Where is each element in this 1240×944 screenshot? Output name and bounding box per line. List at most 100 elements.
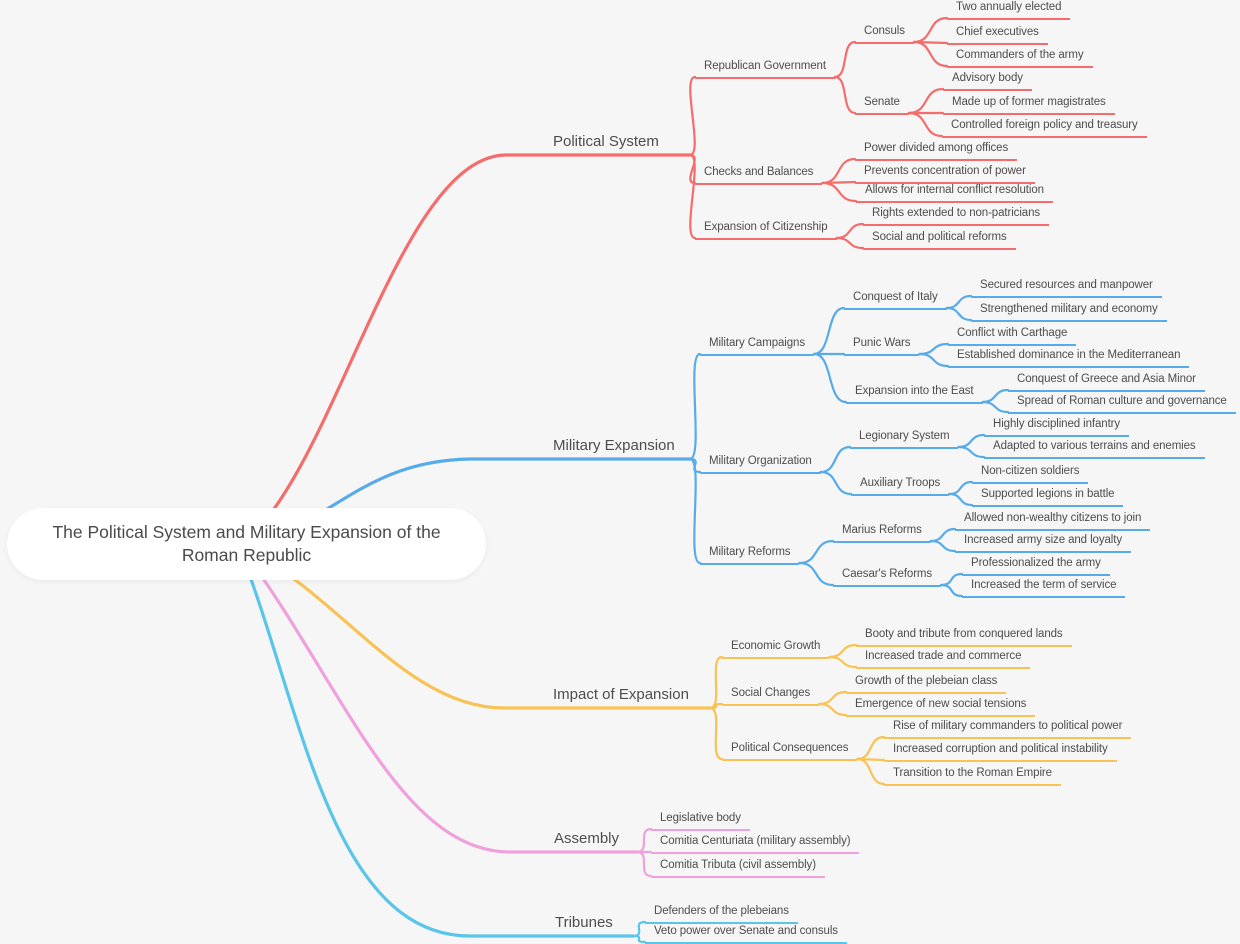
- node-increased-the-term-of-service[interactable]: Increased the term of service: [962, 578, 1126, 598]
- node-made-up-of-former-magistrates[interactable]: Made up of former magistrates: [943, 95, 1115, 115]
- node-social-changes[interactable]: Social Changes: [722, 686, 820, 706]
- branch-curve: [939, 583, 964, 598]
- node-consuls[interactable]: Consuls: [855, 24, 914, 44]
- node-transition-to-the-roman-empire[interactable]: Transition to the Roman Empire: [884, 766, 1061, 786]
- node-military-campaigns[interactable]: Military Campaigns: [700, 336, 814, 356]
- node-marius-reforms[interactable]: Marius Reforms: [833, 523, 931, 543]
- branch-curve: [939, 572, 964, 587]
- branch-curve: [240, 547, 639, 854]
- node-punic-wars[interactable]: Punic Wars: [844, 336, 920, 356]
- node-established-dominance-in-the-mediterranean[interactable]: Established dominance in the Mediterrane…: [948, 348, 1190, 368]
- branch-curve: [240, 153, 692, 546]
- node-growth-of-the-plebeian-class[interactable]: Growth of the plebeian class: [846, 674, 1007, 694]
- node-caesar-s-reforms[interactable]: Caesar's Reforms: [833, 567, 942, 587]
- central-topic[interactable]: The Political System and Military Expans…: [7, 508, 486, 580]
- node-two-annually-elected[interactable]: Two annually elected: [947, 0, 1071, 20]
- branch-curve: [819, 445, 852, 474]
- node-controlled-foreign-policy-and-treasury[interactable]: Controlled foreign policy and treasury: [942, 118, 1147, 138]
- node-legionary-system[interactable]: Legionary System: [850, 429, 959, 449]
- branch-curve: [821, 181, 858, 203]
- node-commanders-of-the-army[interactable]: Commanders of the army: [947, 48, 1093, 68]
- topic-tribunes[interactable]: Tribunes: [555, 914, 613, 931]
- branch-curve: [912, 40, 949, 68]
- node-senate[interactable]: Senate: [855, 95, 909, 115]
- branch-curve: [929, 539, 957, 553]
- branch-curve: [918, 342, 950, 356]
- node-increased-army-size-and-loyalty[interactable]: Increased army size and loyalty: [955, 533, 1131, 553]
- branch-curve: [856, 735, 886, 761]
- node-advisory-body[interactable]: Advisory body: [943, 71, 1032, 91]
- node-spread-of-roman-culture-and-governance[interactable]: Spread of Roman culture and governance: [1008, 394, 1236, 414]
- node-highly-disciplined-infantry[interactable]: Highly disciplined infantry: [984, 417, 1130, 437]
- node-defenders-of-the-plebeians[interactable]: Defenders of the plebeians: [645, 904, 798, 924]
- topic-impact-of-expansion[interactable]: Impact of Expansion: [553, 686, 689, 703]
- node-conquest-of-greece-and-asia-minor[interactable]: Conquest of Greece and Asia Minor: [1008, 372, 1205, 392]
- node-supported-legions-in-battle[interactable]: Supported legions in battle: [972, 487, 1124, 507]
- branch-curve: [957, 433, 986, 449]
- branch-curve: [635, 827, 653, 854]
- node-comitia-tributa-civil-assembly[interactable]: Comitia Tributa (civil assembly): [651, 858, 825, 878]
- node-comitia-centuriata-military-assembly[interactable]: Comitia Centuriata (military assembly): [651, 834, 860, 854]
- node-non-citizen-soldiers[interactable]: Non-citizen soldiers: [972, 464, 1089, 484]
- topic-assembly[interactable]: Assembly: [554, 830, 620, 847]
- branch-curve: [688, 75, 697, 157]
- node-expansion-into-the-east[interactable]: Expansion into the East: [846, 384, 983, 404]
- node-legislative-body[interactable]: Legislative body: [651, 811, 750, 831]
- branch-curve: [945, 294, 973, 310]
- node-checks-and-balances[interactable]: Checks and Balances: [695, 165, 823, 185]
- branch-curve: [688, 352, 702, 461]
- branch-curve: [828, 655, 858, 669]
- node-emergence-of-new-social-tensions[interactable]: Emergence of new social tensions: [846, 697, 1036, 717]
- branch-curve: [708, 655, 724, 710]
- branch-curve: [828, 643, 858, 659]
- node-military-organization[interactable]: Military Organization: [700, 454, 821, 474]
- node-social-and-political-reforms[interactable]: Social and political reforms: [863, 230, 1016, 250]
- branch-curve: [948, 480, 974, 496]
- branch-curve: [818, 702, 848, 717]
- branch-curve: [907, 87, 945, 115]
- node-chief-executives[interactable]: Chief executives: [947, 25, 1048, 45]
- node-booty-and-tribute-from-conquered-lands[interactable]: Booty and tribute from conquered lands: [856, 627, 1072, 647]
- node-power-divided-among-offices[interactable]: Power divided among offices: [855, 141, 1018, 161]
- node-allows-for-internal-conflict-resolution[interactable]: Allows for internal conflict resolution: [856, 183, 1053, 203]
- branch-curve: [238, 548, 635, 938]
- node-professionalized-the-army[interactable]: Professionalized the army: [962, 556, 1110, 576]
- branch-curve: [957, 445, 986, 459]
- topic-military-expansion[interactable]: Military Expansion: [553, 437, 675, 454]
- node-increased-trade-and-commerce[interactable]: Increased trade and commerce: [856, 649, 1031, 669]
- node-veto-power-over-senate-and-consuls[interactable]: Veto power over Senate and consuls: [645, 924, 847, 944]
- node-republican-government[interactable]: Republican Government: [695, 59, 835, 79]
- branch-curve: [835, 222, 865, 240]
- node-rights-extended-to-non-patricians[interactable]: Rights extended to non-patricians: [863, 206, 1050, 226]
- node-military-reforms[interactable]: Military Reforms: [700, 545, 800, 565]
- node-conflict-with-carthage[interactable]: Conflict with Carthage: [948, 326, 1077, 346]
- branch-curve: [798, 539, 835, 565]
- branch-curve: [812, 306, 846, 356]
- node-adapted-to-various-terrains-and-enemies[interactable]: Adapted to various terrains and enemies: [984, 439, 1205, 459]
- node-expansion-of-citizenship[interactable]: Expansion of Citizenship: [695, 220, 837, 240]
- branch-curve: [912, 16, 949, 44]
- node-political-consequences[interactable]: Political Consequences: [722, 741, 858, 761]
- node-secured-resources-and-manpower[interactable]: Secured resources and manpower: [971, 278, 1162, 298]
- node-increased-corruption-and-political-instability[interactable]: Increased corruption and political insta…: [884, 742, 1117, 762]
- node-allowed-non-wealthy-citizens-to-join[interactable]: Allowed non-wealthy citizens to join: [955, 511, 1151, 531]
- branch-curve: [945, 306, 973, 322]
- branch-curve: [798, 561, 835, 587]
- topic-political-system[interactable]: Political System: [553, 133, 659, 150]
- branch-curve: [708, 706, 724, 761]
- node-conquest-of-italy[interactable]: Conquest of Italy: [844, 290, 947, 310]
- branch-curve: [821, 157, 857, 185]
- node-strengthened-military-and-economy[interactable]: Strengthened military and economy: [971, 302, 1167, 322]
- branch-curve: [981, 400, 1010, 414]
- branch-curve: [635, 850, 653, 878]
- branch-curve: [631, 934, 647, 944]
- branch-curve: [835, 236, 865, 250]
- node-economic-growth[interactable]: Economic Growth: [722, 639, 830, 659]
- node-rise-of-military-commanders-to-political-power[interactable]: Rise of military commanders to political…: [884, 719, 1132, 739]
- branch-curve: [819, 470, 853, 496]
- branch-curve: [688, 153, 697, 240]
- node-prevents-concentration-of-power[interactable]: Prevents concentration of power: [855, 164, 1035, 184]
- node-auxiliary-troops[interactable]: Auxiliary Troops: [851, 476, 950, 496]
- branch-curve: [907, 111, 944, 138]
